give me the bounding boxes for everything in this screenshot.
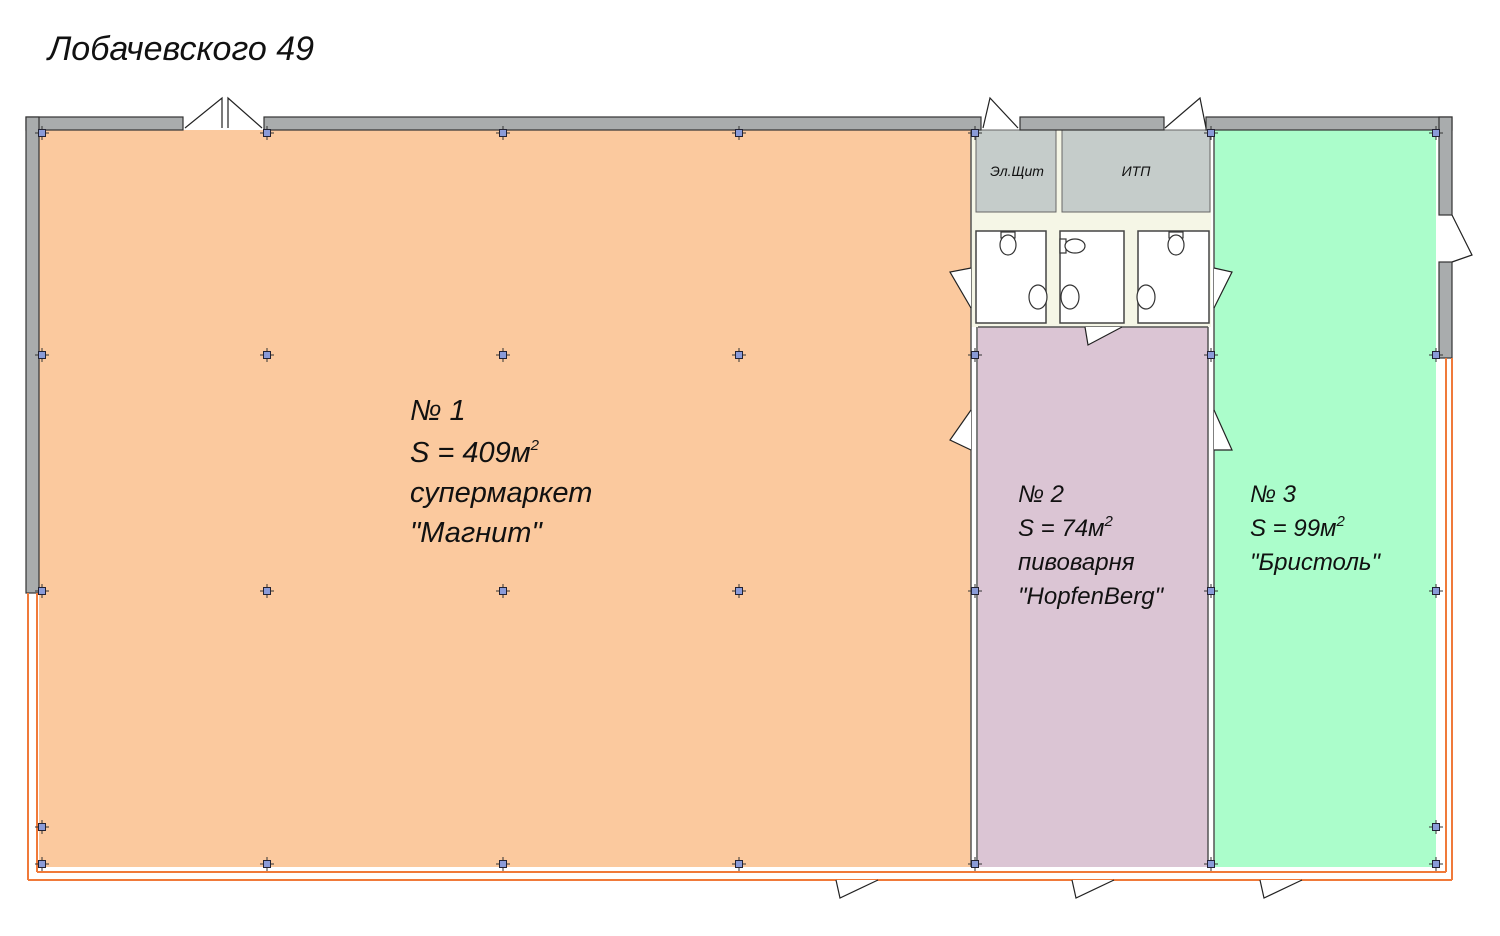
electrical-room bbox=[975, 129, 1057, 213]
column-marker-icon bbox=[732, 584, 746, 598]
electrical-room-label: Эл.Щит bbox=[990, 163, 1044, 179]
column-marker-icon bbox=[1204, 348, 1218, 362]
column-marker-icon bbox=[1429, 126, 1443, 140]
heating-room-label: ИТП bbox=[1122, 163, 1152, 179]
column-marker-icon bbox=[968, 348, 982, 362]
column-marker-icon bbox=[35, 857, 49, 871]
column-marker-icon bbox=[260, 857, 274, 871]
column-marker-icon bbox=[1429, 348, 1443, 362]
column-marker-icon bbox=[1204, 126, 1218, 140]
room-2-tenant: "HopfenBerg" bbox=[1018, 583, 1165, 610]
column-marker-icon bbox=[968, 857, 982, 871]
column-marker-icon bbox=[1204, 857, 1218, 871]
column-marker-icon bbox=[35, 348, 49, 362]
column-marker-icon bbox=[1429, 857, 1443, 871]
column-marker-icon bbox=[732, 348, 746, 362]
column-marker-icon bbox=[496, 126, 510, 140]
column-marker-icon bbox=[1429, 820, 1443, 834]
column-marker-icon bbox=[260, 584, 274, 598]
room-1-area-label: S = 409м2 bbox=[410, 437, 540, 469]
column-grid bbox=[35, 126, 1443, 871]
sink-icon bbox=[1028, 284, 1156, 310]
door-swing-icon bbox=[184, 96, 1473, 899]
column-marker-icon bbox=[35, 820, 49, 834]
column-marker-icon bbox=[1204, 584, 1218, 598]
column-marker-icon bbox=[968, 584, 982, 598]
room-1-use: супермаркет bbox=[410, 477, 592, 509]
column-marker-icon bbox=[35, 126, 49, 140]
room-3-number: № 3 bbox=[1250, 481, 1297, 508]
room-3-area-label: S = 99м2 bbox=[1250, 513, 1346, 542]
column-marker-icon bbox=[732, 857, 746, 871]
heating-room bbox=[1061, 129, 1211, 213]
room-1-number: № 1 bbox=[410, 395, 466, 427]
column-marker-icon bbox=[496, 584, 510, 598]
glazed-facade bbox=[27, 358, 1453, 881]
room-1-tenant: "Магнит" bbox=[410, 517, 543, 549]
toilet-icon bbox=[999, 231, 1185, 256]
column-marker-icon bbox=[968, 126, 982, 140]
column-marker-icon bbox=[496, 857, 510, 871]
column-marker-icon bbox=[496, 348, 510, 362]
column-marker-icon bbox=[35, 584, 49, 598]
room-1-area bbox=[39, 130, 971, 867]
column-marker-icon bbox=[260, 348, 274, 362]
plan-title: Лобачевского 49 bbox=[46, 30, 314, 68]
room-3-area bbox=[1214, 130, 1436, 867]
column-marker-icon bbox=[1429, 584, 1443, 598]
column-marker-icon bbox=[732, 126, 746, 140]
room-3-tenant: "Бристоль" bbox=[1250, 549, 1382, 576]
room-2-area bbox=[978, 327, 1208, 867]
room-2-area-label: S = 74м2 bbox=[1018, 513, 1114, 542]
column-marker-icon bbox=[260, 126, 274, 140]
room-2-use: пивоварня bbox=[1018, 549, 1135, 576]
room-2-number: № 2 bbox=[1018, 481, 1064, 508]
